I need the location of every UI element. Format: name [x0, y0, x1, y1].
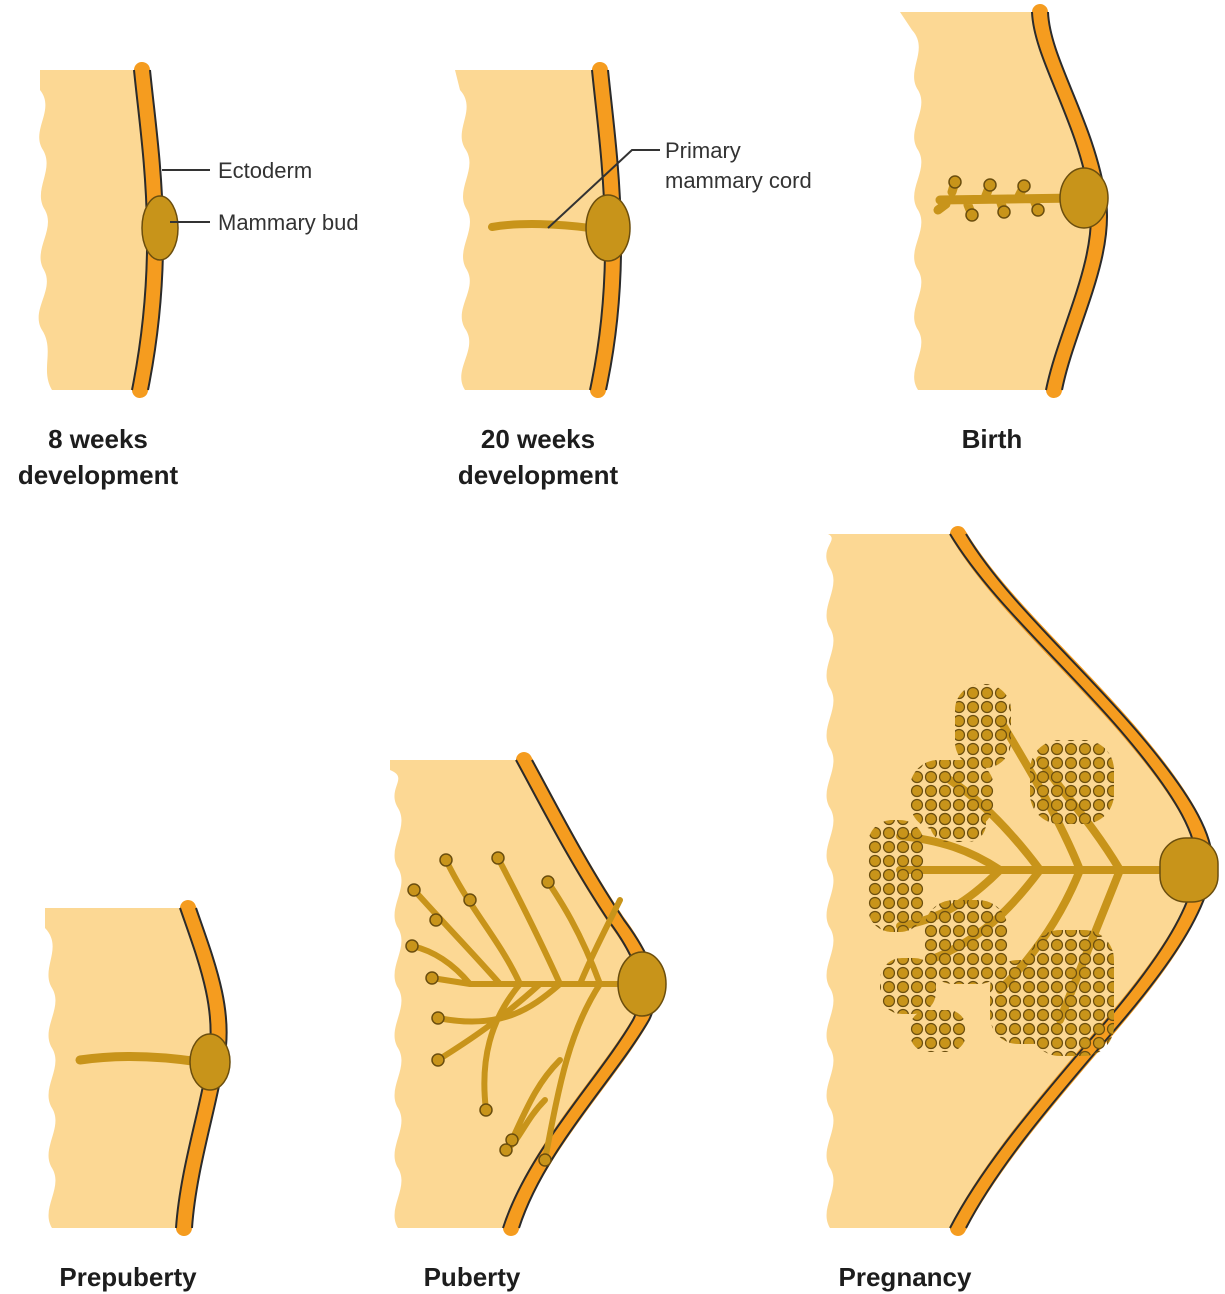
panel-prepuberty: Prepuberty [45, 908, 230, 1292]
puberty-terminal-bud [432, 1012, 444, 1024]
nipple-bud-pregnancy [1160, 838, 1218, 902]
puberty-terminal-bud [440, 854, 452, 866]
mammary-bud-label: Mammary bud [218, 210, 359, 235]
caption-8-weeks-line1: 8 weeks [48, 424, 148, 454]
birth-bud-knob-6 [1032, 204, 1044, 216]
puberty-terminal-bud [406, 940, 418, 952]
caption-20-weeks-line2: development [458, 460, 619, 490]
nipple-bud-birth [1060, 168, 1108, 228]
mammary-bud [142, 196, 178, 260]
ectoderm-label: Ectoderm [218, 158, 312, 183]
caption-birth: Birth [962, 424, 1023, 454]
puberty-terminal-bud [464, 894, 476, 906]
lobule-cluster [924, 900, 1008, 984]
birth-bud-knob-3 [984, 179, 996, 191]
panel-pregnancy: Pregnancy [826, 534, 1218, 1292]
puberty-terminal-bud [426, 972, 438, 984]
primary-mammary-cord-label-line1: Primary [665, 138, 741, 163]
caption-puberty: Puberty [424, 1262, 521, 1292]
tissue-8-weeks [39, 70, 150, 390]
primary-mammary-cord [492, 224, 590, 228]
puberty-terminal-bud [408, 884, 420, 896]
panel-puberty: Puberty [390, 760, 666, 1292]
birth-bud-knob-2 [966, 209, 978, 221]
lobule-cluster [910, 1010, 966, 1052]
lobule-cluster [1030, 930, 1114, 1056]
mammary-bud-20-weeks [586, 195, 630, 261]
caption-prepuberty: Prepuberty [59, 1262, 197, 1292]
lobule-cluster [930, 800, 986, 842]
puberty-terminal-bud [500, 1144, 512, 1156]
caption-8-weeks-line2: development [18, 460, 179, 490]
birth-bud-knob-1 [949, 176, 961, 188]
caption-20-weeks-line1: 20 weeks [481, 424, 595, 454]
lobule-cluster [955, 684, 1011, 768]
birth-bud-knob-4 [998, 206, 1010, 218]
lobule-cluster [1030, 740, 1114, 824]
puberty-terminal-bud [432, 1054, 444, 1066]
puberty-terminal-bud [539, 1154, 551, 1166]
puberty-terminal-bud [542, 876, 554, 888]
caption-pregnancy: Pregnancy [839, 1262, 972, 1292]
lobule-cluster [880, 958, 936, 1014]
panel-birth: Birth [900, 12, 1108, 454]
nipple-bud-puberty [618, 952, 666, 1016]
nipple-bud-prepuberty [190, 1034, 230, 1090]
panel-8-weeks: Ectoderm Mammary bud 8 weeks development [18, 70, 359, 490]
puberty-terminal-bud [430, 914, 442, 926]
lobule-cluster [868, 820, 924, 932]
puberty-terminal-bud [480, 1104, 492, 1116]
primary-mammary-cord-label-line2: mammary cord [665, 168, 812, 193]
birth-bud-knob-5 [1018, 180, 1030, 192]
panel-20-weeks: Primary mammary cord 20 weeks developmen… [455, 70, 812, 490]
puberty-terminal-bud [492, 852, 504, 864]
